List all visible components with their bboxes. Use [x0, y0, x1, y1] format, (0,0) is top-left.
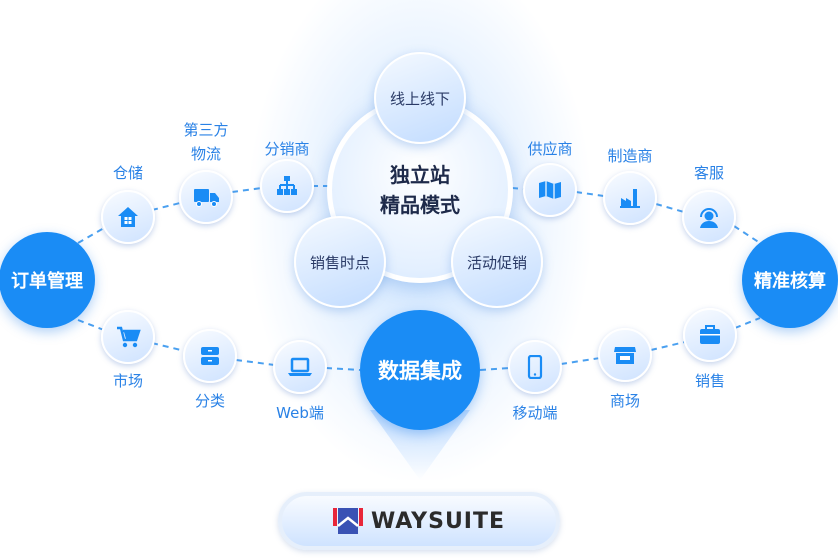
- truck-icon: [194, 189, 219, 207]
- node-storage[interactable]: [101, 190, 155, 244]
- brand-logo-button[interactable]: WAYSUITE: [278, 492, 560, 550]
- warehouse-icon: [118, 207, 138, 227]
- core-line2: 精品模式: [380, 193, 460, 217]
- laptop-icon: [288, 357, 312, 376]
- node-sales[interactable]: [683, 308, 737, 362]
- node-distributor[interactable]: [260, 159, 314, 213]
- node-web[interactable]: [273, 340, 327, 394]
- label-service: 客服: [693, 164, 725, 182]
- data-integration-hub[interactable]: 数据集成: [360, 310, 480, 430]
- accounting-hub[interactable]: 精准核算: [742, 232, 838, 328]
- label-logistics-line1: 第三方: [183, 121, 229, 139]
- brand-name: WAYSUITE: [370, 508, 506, 534]
- phone-icon: [527, 355, 543, 379]
- label-market: 市场: [112, 372, 144, 390]
- label-logistics-line2: 物流: [190, 145, 222, 163]
- node-category[interactable]: [183, 329, 237, 383]
- node-logistics[interactable]: [179, 170, 233, 224]
- node-mall[interactable]: [598, 328, 652, 382]
- store-icon: [614, 347, 636, 364]
- label-category: 分类: [194, 392, 226, 410]
- map-icon: [539, 181, 561, 199]
- node-market[interactable]: [101, 310, 155, 364]
- core-line1: 独立站: [390, 163, 450, 187]
- node-supplier[interactable]: [523, 163, 577, 217]
- label-web: Web端: [276, 404, 324, 422]
- headset-icon: [700, 208, 718, 228]
- label-manufacturer: 制造商: [607, 147, 653, 165]
- label-sales: 销售: [694, 372, 726, 390]
- node-manufacturer[interactable]: [603, 171, 657, 225]
- label-supplier: 供应商: [527, 140, 573, 158]
- label-logistics: 第三方物流: [183, 118, 228, 166]
- node-service[interactable]: [682, 190, 736, 244]
- label-mobile: 移动端: [512, 404, 558, 422]
- waysuite-logo-icon: [332, 508, 363, 534]
- label-mall: 商场: [609, 392, 641, 410]
- label-distributor: 分销商: [264, 140, 310, 158]
- label-storage: 仓储: [112, 164, 144, 182]
- node-mobile[interactable]: [508, 340, 562, 394]
- drawer-icon: [201, 347, 219, 365]
- briefcase-icon: [700, 325, 720, 344]
- satellite-online-offline[interactable]: 线上线下: [374, 52, 466, 144]
- satellite-promotion[interactable]: 活动促销: [451, 216, 543, 308]
- factory-icon: [620, 189, 640, 208]
- satellite-pos[interactable]: 销售时点: [294, 216, 386, 308]
- org-chart-icon: [277, 176, 297, 195]
- order-management-hub[interactable]: 订单管理: [0, 232, 95, 328]
- cart-icon: [117, 326, 141, 348]
